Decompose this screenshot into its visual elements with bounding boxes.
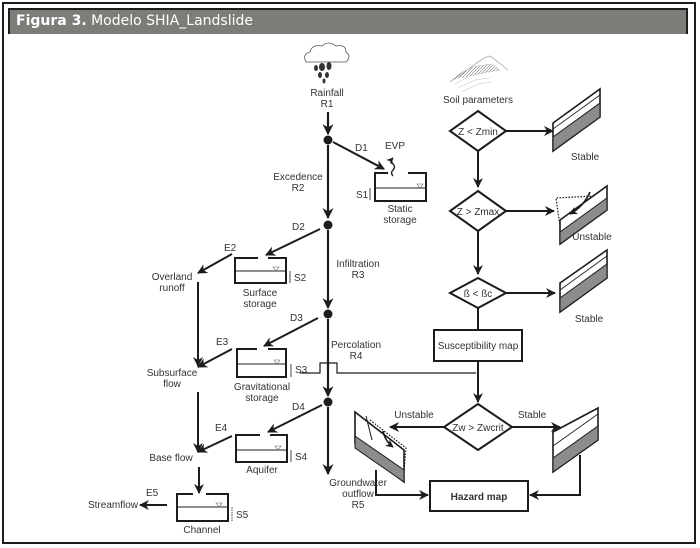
d2-arrow: [265, 228, 321, 256]
d4-label: D4: [292, 402, 305, 413]
s5-label: S5: [236, 510, 249, 521]
subsurface-flow-label-1: Subsurface: [147, 368, 198, 379]
aquifer-label: Aquifer: [246, 465, 278, 476]
base-flow-label: Base flow: [149, 453, 193, 464]
figure-title: Figura 3. Modelo SHIA_Landslide: [16, 13, 253, 29]
percolation-label: Percolation: [331, 340, 381, 351]
s1-label: S1: [356, 190, 369, 201]
rainfall-flow-label: R1: [321, 99, 334, 110]
result4-left-label: Unstable: [394, 410, 434, 421]
streamflow-label: Streamflow: [88, 500, 139, 511]
s3-label: S3: [295, 365, 308, 376]
d2-label: D2: [292, 222, 305, 233]
e4-label: E4: [215, 423, 228, 434]
decision-water-table: [442, 402, 514, 452]
node-d3: [323, 309, 333, 319]
stable-slope-icon: [552, 406, 599, 474]
aquifer-tank: [235, 434, 292, 463]
infiltration-flow-label: R3: [352, 270, 365, 281]
d1-arrow: [332, 141, 385, 170]
e2-arrow: [197, 253, 233, 274]
gravitational-storage-label-2: storage: [245, 393, 279, 404]
figure-title-text: Modelo SHIA_Landslide: [91, 13, 253, 29]
rain-cloud-icon: [304, 42, 350, 84]
d3-arrow: [263, 317, 319, 347]
result3-label: Stable: [575, 314, 604, 325]
unstable-slope-icon: [555, 184, 608, 246]
susceptibility-map-box: [433, 329, 523, 362]
overland-runoff-label-2: runoff: [159, 283, 185, 294]
static-storage-label-1: Static: [387, 204, 412, 215]
stable-slope-icon: [552, 87, 601, 153]
gravitational-storage-label-1: Gravitational: [234, 382, 290, 393]
hazard-map-box: [429, 480, 529, 512]
evp-label: EVP: [385, 141, 405, 152]
surface-storage-label-2: storage: [243, 299, 277, 310]
figure-label: Figura 3.: [16, 13, 87, 29]
gravitational-storage-tank: [236, 348, 292, 378]
d4-arrow: [267, 404, 323, 433]
node-d2: [323, 220, 333, 230]
soil-parameters-label: Soil parameters: [443, 95, 513, 106]
decision-slope-angle-label: ß < ßc: [464, 289, 493, 300]
node-d1: [323, 135, 333, 145]
result4-right-label: Stable: [518, 410, 547, 421]
surface-storage-label-1: Surface: [243, 288, 278, 299]
excedence-label: Excedence: [273, 172, 323, 183]
groundwater-outflow-label-1: Groundwater: [329, 478, 387, 489]
decision-z-max-label: Z > Zmax: [457, 207, 500, 218]
d3-label: D3: [290, 313, 303, 324]
static-storage-tank: [369, 172, 427, 202]
s4-label: S4: [295, 452, 308, 463]
groundwater-outflow-label-2: outflow: [342, 489, 374, 500]
decision-water-table-label: Zw > Zwcrit: [452, 423, 504, 434]
e3-label: E3: [216, 337, 229, 348]
stable-slope-icon: [559, 248, 608, 314]
excedence-flow-label: R2: [292, 183, 305, 194]
e5-label: E5: [146, 488, 159, 499]
subsurface-flow-label-2: flow: [163, 379, 182, 390]
e4-arrow: [197, 435, 233, 453]
mountain-terrain-icon: [449, 55, 509, 93]
susceptibility-map-label: Susceptibility map: [438, 341, 519, 352]
e3-arrow: [197, 348, 233, 368]
unstable-to-hazard-arrow: [375, 470, 429, 500]
evp-arrow: [386, 157, 396, 177]
overland-runoff-label-1: Overland: [152, 272, 193, 283]
surface-storage-tank: [234, 257, 291, 284]
groundwater-outflow-flow-label: R5: [352, 500, 365, 511]
channel-label: Channel: [183, 525, 220, 536]
d1-label: D1: [355, 143, 368, 154]
channel-tank: [176, 493, 233, 522]
rainfall-label: Rainfall: [310, 88, 343, 99]
result1-label: Stable: [571, 152, 600, 163]
e2-label: E2: [224, 243, 237, 254]
figure-header: Figura 3. Modelo SHIA_Landslide: [8, 8, 688, 34]
percolation-flow-label: R4: [350, 351, 363, 362]
stable-to-hazard-arrow: [529, 455, 581, 500]
s2-label: S2: [294, 273, 307, 284]
node-d4: [323, 397, 333, 407]
infiltration-label: Infiltration: [336, 259, 379, 270]
hazard-map-label: Hazard map: [451, 492, 508, 503]
gravitational-to-hazard-connector: [300, 362, 476, 374]
decision-z-min-label: Z < Zmin: [458, 127, 498, 138]
unstable-slope-icon: [354, 410, 407, 484]
result2-label: Unstable: [572, 232, 612, 243]
static-storage-label-2: storage: [383, 215, 417, 226]
